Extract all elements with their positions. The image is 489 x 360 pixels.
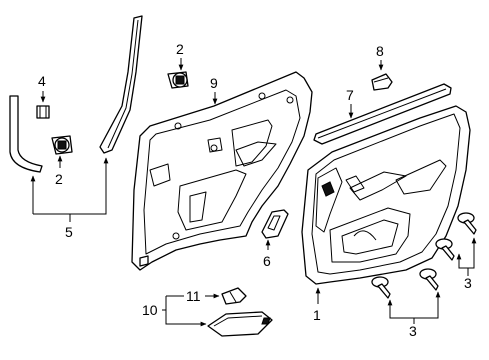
clip-upper	[167, 71, 189, 89]
callout-9: 9	[210, 75, 218, 91]
callout-3-right: 3	[464, 275, 472, 291]
callout-1: 1	[313, 307, 321, 323]
door-trim-panel	[301, 105, 471, 285]
inner-door-panel	[131, 71, 313, 271]
callout-10: 10	[142, 302, 158, 318]
courtesy-lamp-housing	[207, 311, 273, 337]
push-pin-set-bottom	[371, 268, 439, 299]
callout-3-bottom: 3	[409, 323, 417, 339]
callout-11: 11	[186, 288, 201, 304]
callout-4: 4	[38, 73, 46, 89]
push-pin-set-right	[435, 212, 477, 261]
callout-7: 7	[346, 87, 354, 103]
weatherstrip-seal	[9, 15, 143, 173]
callout-2-lower: 2	[55, 171, 63, 187]
switch-bezel	[261, 209, 289, 239]
callout-2-upper: 2	[176, 41, 184, 57]
callout-labels: 4 2 2 5 8 9 7 6 1 3 3 11 10	[38, 41, 472, 339]
belt-molding	[313, 83, 452, 145]
trim-cap	[371, 73, 393, 91]
callout-6: 6	[263, 253, 271, 269]
leader-lines	[30, 58, 477, 327]
clip-lower	[51, 135, 73, 155]
retainer-clip	[36, 105, 50, 119]
callout-8: 8	[376, 43, 384, 59]
callout-5: 5	[65, 224, 73, 240]
courtesy-lamp-bulb	[221, 287, 247, 305]
